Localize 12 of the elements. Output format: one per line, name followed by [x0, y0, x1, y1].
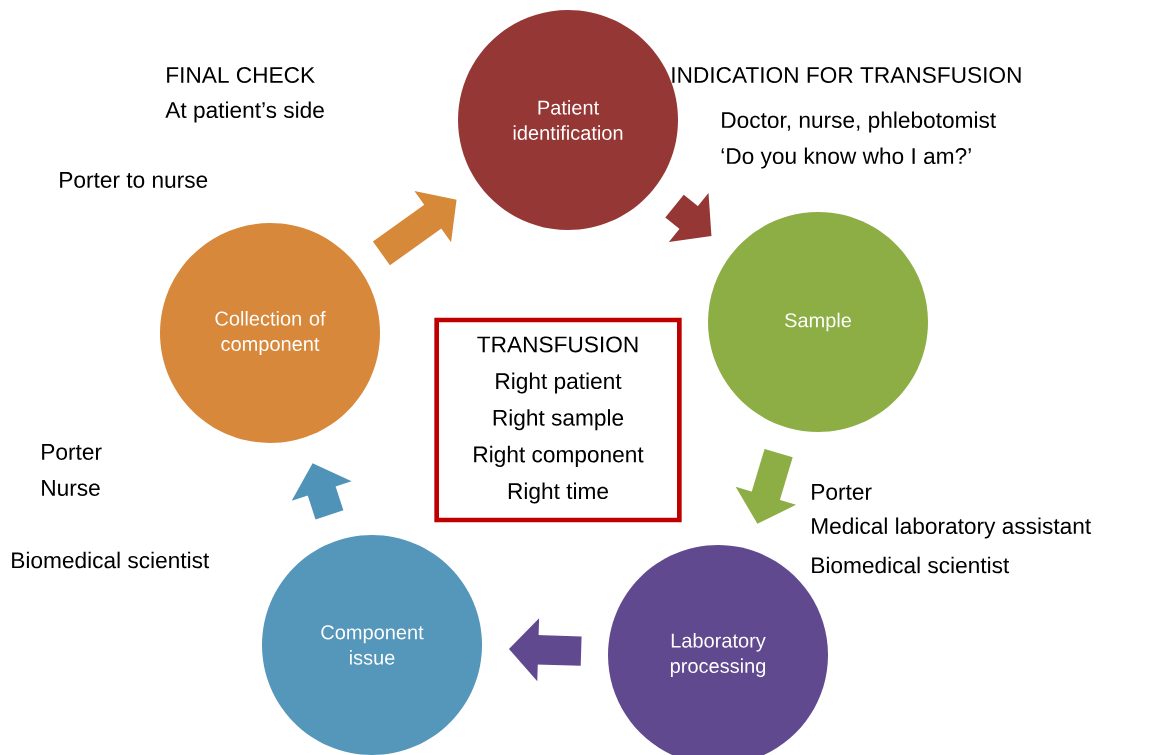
role-label: Porter [812, 484, 872, 500]
role-label: At patient’s side [165, 101, 324, 123]
role-label: ‘Do you know who I am?’ [721, 147, 971, 169]
role-label: Porter [42, 444, 102, 460]
role-label: Medical laboratory assistant [812, 517, 1091, 539]
role-label: Biomedical scientist [12, 551, 210, 569]
role-label: FINAL CHECK [167, 66, 315, 84]
role-label: Doctor, nurse, phlebotomist [722, 111, 996, 133]
block-arrow [372, 191, 457, 266]
role-label: Porter to nurse [60, 172, 208, 188]
role-label: Nurse [42, 480, 100, 496]
summary-box: TRANSFUSION Right patient Right sample Right component Right time [434, 317, 682, 523]
